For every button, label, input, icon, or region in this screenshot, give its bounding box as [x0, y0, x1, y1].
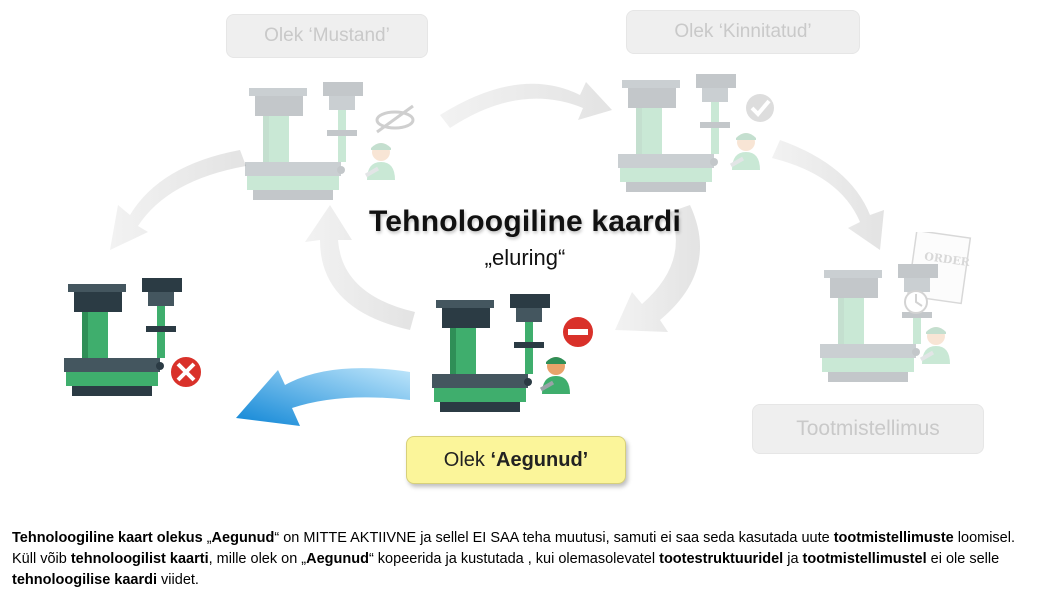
machine-icon	[820, 264, 938, 382]
worker-icon	[539, 357, 570, 394]
state-bubble-expired: Olek ‘Aegunud’	[406, 436, 626, 484]
machine-icon	[432, 294, 550, 412]
check-icon	[746, 94, 774, 122]
clock-icon	[904, 290, 928, 314]
arrow-expired-to-draft	[305, 205, 415, 330]
text: , mille olek on „	[208, 551, 307, 567]
arrow-draft-to-expired-left	[110, 150, 246, 250]
state-prefix: Olek	[443, 448, 491, 471]
text: “ on MITTE AKTIIVNE ja sellel EI SAA teh…	[274, 530, 834, 546]
arrow-draft-to-approved	[440, 82, 612, 128]
machine-icon	[618, 74, 736, 192]
text: viidet.	[157, 572, 199, 588]
no-view-icon	[375, 104, 415, 134]
term-tootmistellimustel: tootmistellimustel	[802, 551, 927, 567]
minus-icon	[561, 315, 595, 349]
term-aegunud: Aegunud	[211, 530, 275, 546]
machine-archived	[64, 278, 203, 396]
text: „	[202, 530, 212, 546]
machine-draft	[245, 82, 415, 200]
term-tehnoloogiline-kaart: Tehnoloogiline kaart olekus	[12, 530, 203, 546]
state-bubble-approved: Olek ‘Kinnitatud’	[626, 10, 860, 54]
state-bubble-draft: Olek ‘Mustand’	[226, 14, 428, 58]
text: “ kopeerida ja kustutada , kui olemasole…	[368, 551, 660, 567]
term-tootmistellimuste: tootmistellimuste	[833, 530, 954, 546]
state-name: ‘Aegunud’	[490, 448, 589, 471]
term-aegunud: Aegunud	[306, 551, 369, 567]
worker-icon	[364, 143, 395, 180]
arrow-to-archived	[236, 368, 410, 426]
text: ei ole selle	[926, 551, 1000, 567]
description-text: Tehnoloogiline kaart olekus „Aegunud“ on…	[12, 528, 1042, 591]
term-tehnoloogilise-kaardi: tehnoloogilise kaardi	[12, 572, 158, 588]
machine-order: ORDER	[820, 232, 971, 382]
diagram-title: Tehnoloogiline kaardi	[368, 205, 681, 238]
machine-icon	[64, 278, 182, 396]
error-x-icon	[169, 355, 203, 389]
worker-icon	[919, 327, 950, 364]
machine-approved	[618, 74, 774, 192]
diagram-subtitle: „eluring“	[484, 245, 566, 270]
state-bubble-order: Tootmistellimus	[752, 404, 984, 454]
term-tehnoloogilist-kaarti: tehnoloogilist kaarti	[70, 551, 209, 567]
machine-expired	[432, 294, 595, 412]
worker-icon	[729, 133, 760, 170]
text: loomisel. Küll võib	[12, 530, 1015, 567]
arrow-approved-to-expired	[615, 205, 700, 332]
text: ja	[783, 551, 803, 567]
machine-icon	[245, 82, 363, 200]
arrow-approved-to-order	[772, 140, 884, 250]
term-tootestruktuuridel: tootestruktuuridel	[659, 551, 784, 567]
